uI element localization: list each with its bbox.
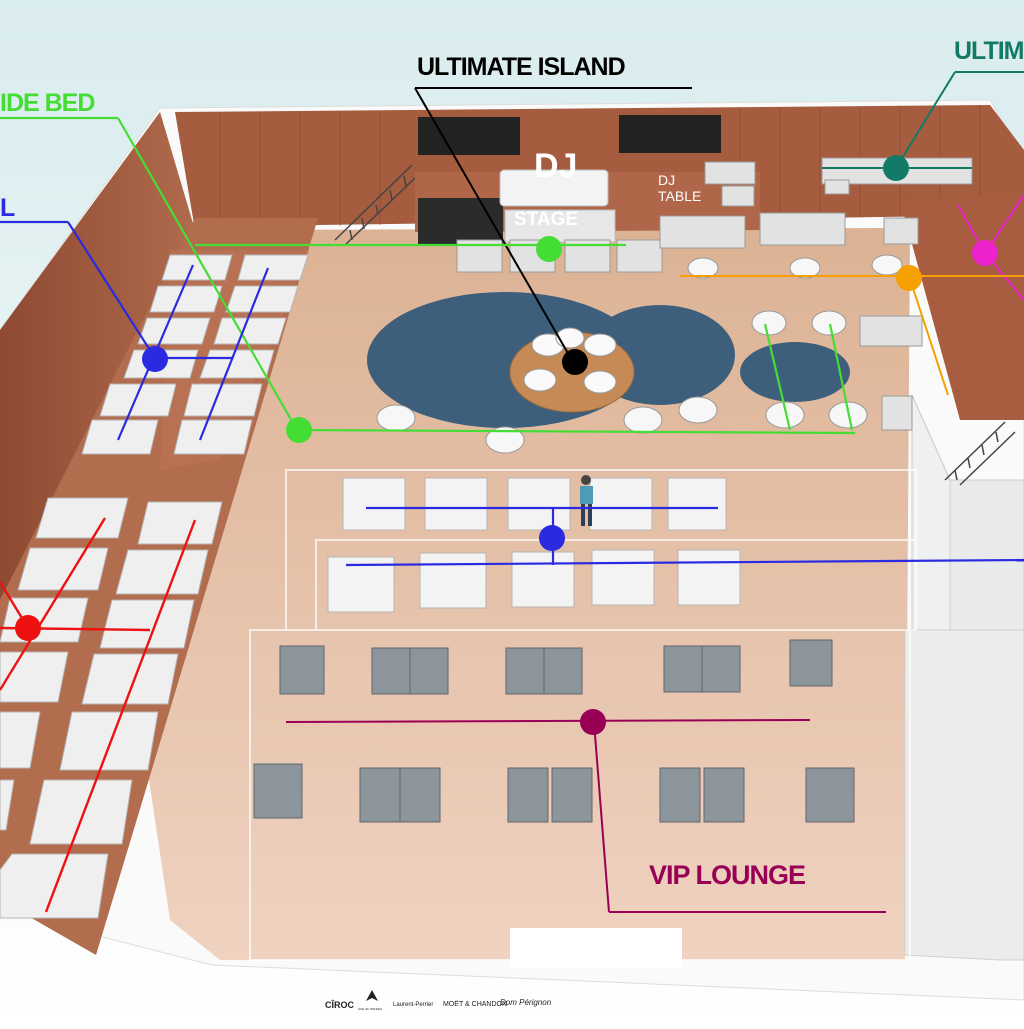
label-dj-table-line1: DJ: [658, 172, 675, 188]
marker-ultimate-right: [883, 155, 909, 181]
person-figure: [580, 475, 593, 526]
staircase-right: [944, 421, 1016, 486]
marker-magenta: [972, 240, 998, 266]
sponsor-moet-chandon: MOËT & CHANDON: [443, 1000, 507, 1008]
sponsor-logos: CÎROC ACE OF SPADES Laurent-Perrier MOËT…: [325, 990, 552, 1011]
ace-of-spades-icon: [366, 990, 378, 1001]
marker-poolside-bed-left: [286, 417, 312, 443]
marker-orange: [896, 265, 922, 291]
callout-orange: [680, 275, 1024, 396]
stage-steps: [504, 209, 616, 243]
marker-red: [15, 615, 41, 641]
label-vip-lounge: VIP LOUNGE: [649, 860, 805, 890]
pool-small: [740, 342, 850, 402]
label-stage: STAGE: [514, 209, 578, 230]
video-screen-left: [418, 117, 520, 155]
middle-beds: [327, 477, 741, 613]
left-wall: [0, 112, 195, 600]
sponsor-dom-perignon: Dom Pérignon: [500, 998, 552, 1007]
sponsor-ace-of-spades: ACE OF SPADES: [358, 1007, 382, 1011]
callout-vip-lounge: [285, 719, 886, 913]
round-pod-seats: [376, 254, 903, 454]
dj-booth: [418, 198, 503, 244]
white-partition: [904, 629, 1024, 961]
label-poolside-bed: IDE BED: [0, 89, 94, 117]
label-ultimate-right: ULTIM: [954, 37, 1024, 65]
sponsor-ciroc: CÎROC: [325, 999, 355, 1010]
label-dj-table-line2: TABLE: [658, 188, 701, 204]
dj-deck: [499, 169, 609, 207]
vip-sofas: [253, 639, 855, 823]
label-blue-left: L: [0, 194, 15, 222]
callout-ultimate-island: [414, 87, 692, 363]
marker-vip-lounge: [580, 709, 606, 735]
marker-blue-left: [142, 346, 168, 372]
back-wall: [175, 105, 1024, 230]
video-screen-right: [619, 115, 721, 153]
entrance-opening: [510, 928, 682, 968]
label-dj: DJ: [534, 147, 577, 185]
label-ultimate-island: ULTIMATE ISLAND: [417, 53, 625, 81]
callout-poolside-bed: [0, 116, 856, 435]
sponsor-laurent-perrier: Laurent-Perrier: [393, 1002, 433, 1008]
ultimate-island-seats: [523, 327, 617, 394]
marker-ultimate-island: [562, 349, 588, 375]
marker-poolside-bed-top: [536, 236, 562, 262]
staircase-left: [334, 164, 416, 246]
marker-blue-middle: [539, 525, 565, 551]
